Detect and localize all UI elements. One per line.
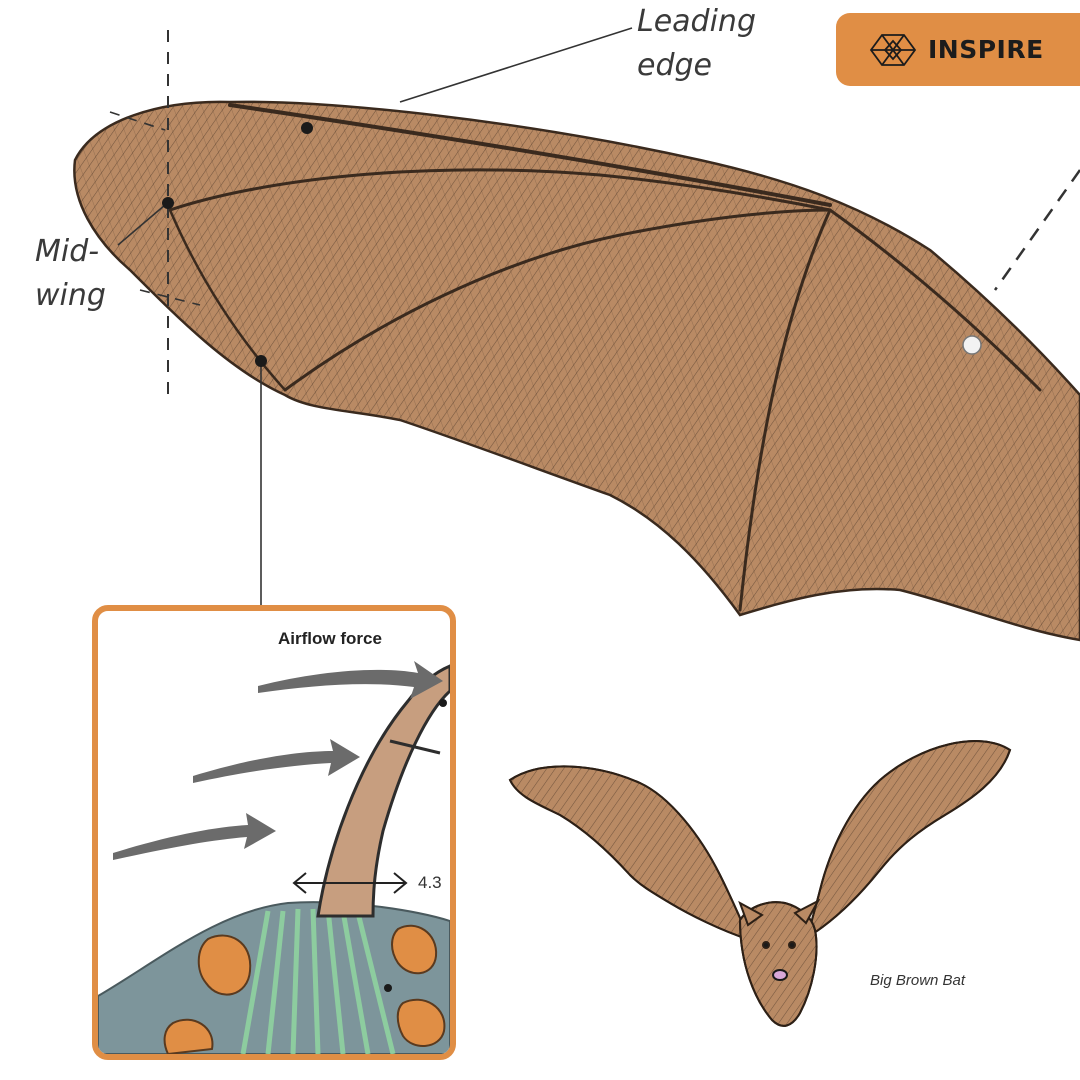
hex-network-icon [869, 33, 917, 66]
inspire-badge[interactable]: INSPIRE [836, 13, 1080, 86]
wing-bones [168, 103, 1042, 612]
landmark-points [162, 122, 982, 367]
muscle-fibers [240, 908, 396, 1054]
bat-body [738, 898, 821, 1027]
left-wing [508, 765, 752, 942]
bat-caption: Big Brown Bat [870, 972, 966, 989]
right-wing [806, 740, 1012, 940]
width-measurement: 4.3 [418, 873, 442, 892]
mid-wing-label: Mid- wing [35, 234, 106, 313]
airflow-title: Airflow force [278, 629, 382, 648]
airflow-inset: Airflow force 4.3 [92, 605, 456, 1060]
leading-edge-label: Leading edge [637, 4, 756, 83]
wing-membrane [73, 100, 1080, 642]
big-brown-bat-illustration [508, 740, 1012, 1027]
badge-label: INSPIRE [928, 35, 1044, 64]
airflow-inset-figure [98, 661, 450, 1054]
width-measure-arrow [292, 872, 408, 894]
annotation-lines [109, 27, 1080, 605]
airflow-arrows [113, 661, 443, 860]
cell-clusters [163, 924, 446, 1054]
